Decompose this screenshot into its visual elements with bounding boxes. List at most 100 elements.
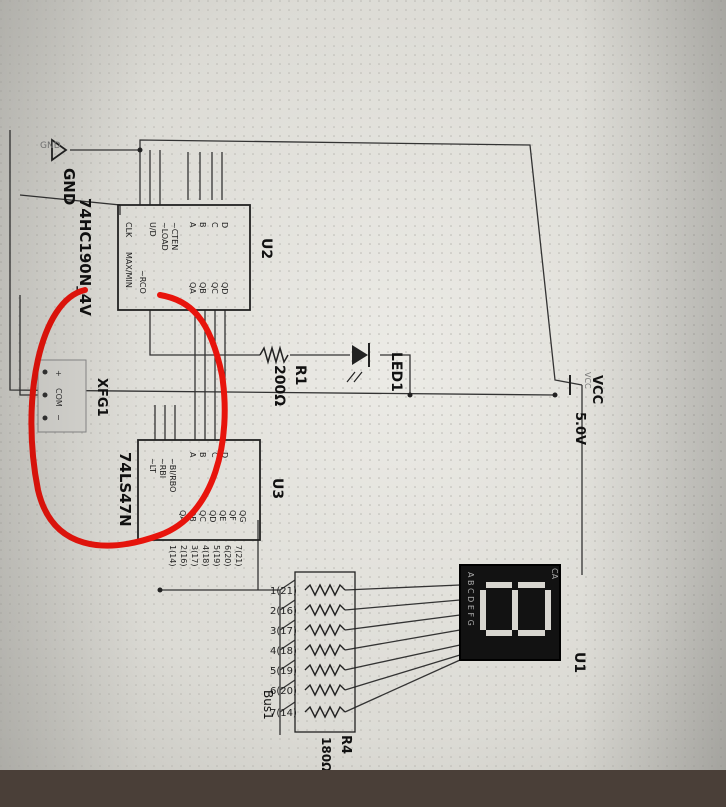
wires xyxy=(9,130,583,735)
led-ref: LED1 xyxy=(388,352,404,392)
gnd-triangle-icon xyxy=(51,138,68,162)
u3-pin-label: B xyxy=(198,452,207,458)
r4-resistor-zigzag-icon xyxy=(304,705,346,719)
xfg1-plus: + xyxy=(54,370,63,377)
u3-pin-label: ~BI/RBO xyxy=(168,458,177,492)
u3-output-label: 2(16) xyxy=(179,545,188,567)
u2-pin-label: D xyxy=(220,222,229,228)
u1-ca-label: CA xyxy=(550,568,559,580)
segment-d xyxy=(480,590,486,630)
u1-pin-labels: A B C D E F G xyxy=(466,572,475,626)
u2-pin-label: B xyxy=(198,222,207,228)
u3-part-number: 74LS47N xyxy=(116,452,134,527)
r4-pin-label: 2(16) xyxy=(270,606,297,617)
r4-pin-label: 5(19) xyxy=(270,666,297,677)
r4-pin-label: 7(14) xyxy=(270,708,297,719)
u3-output-label: 1(14) xyxy=(168,545,177,567)
led-diode-icon xyxy=(352,345,368,365)
vcc-pin-label: VCC xyxy=(583,372,592,389)
xfg1-generator: + COM − XFG1 xyxy=(37,359,109,433)
gnd-label: GND xyxy=(60,168,78,205)
grid-dots xyxy=(0,0,726,770)
u2-pin-label: QA xyxy=(188,282,197,294)
u2-ref: U2 xyxy=(258,238,274,259)
u2-pin-label: QD xyxy=(220,282,229,294)
r4-pin-label: 1(21) xyxy=(270,586,297,597)
junction xyxy=(552,392,558,398)
r1-value: 200Ω xyxy=(271,365,287,406)
segment-e xyxy=(486,582,512,588)
u2-pin-label: ~LOAD xyxy=(160,222,169,251)
r4-pin-label: 4(18) xyxy=(270,646,297,657)
junction xyxy=(157,587,163,593)
u3-pin-label: D xyxy=(220,452,229,458)
xfg1-terminal xyxy=(42,369,48,375)
u3-output-label: 4(18) xyxy=(201,545,210,567)
u1-seven-segment-display: A B C D E F G CA U1 xyxy=(459,564,587,673)
u2-pin-label: ~RCO xyxy=(138,270,147,294)
xfg1-terminal xyxy=(42,392,48,398)
u2-pin-label: ~CTEN xyxy=(170,222,179,250)
u3-control-wires xyxy=(154,405,176,440)
vcc-source: VCC 5.0V VCC xyxy=(569,372,604,445)
u2-pin-label: C xyxy=(210,222,219,228)
junction xyxy=(407,392,413,398)
led1: LED1 xyxy=(346,343,404,392)
u2-pin-label: MAX/MIN xyxy=(124,252,133,288)
u3-pin-label: A xyxy=(188,452,197,458)
r1-resistor: R1 200Ω xyxy=(259,345,308,406)
segment-c xyxy=(486,630,512,636)
r4-resistor-pack: R4 180Ω xyxy=(294,571,356,772)
r4-resistor-zigzag-icon xyxy=(304,623,346,637)
u3-pin-label: QD xyxy=(208,510,217,522)
u3-pin-label: QE xyxy=(218,510,227,521)
u3-output-label: 3(17) xyxy=(190,545,199,567)
u3-output-label: 6(20) xyxy=(223,545,232,567)
r4-pin-label: 3(17) xyxy=(270,626,297,637)
r1-left-wire xyxy=(149,310,260,356)
u1-body xyxy=(459,564,561,661)
vcc-top-wire xyxy=(70,139,583,386)
xfg1-terminal xyxy=(42,415,48,421)
red-annotation-circle xyxy=(28,287,228,549)
u3-pin-label: QC xyxy=(198,510,207,522)
xfg1-ref: XFG1 xyxy=(94,378,109,417)
r4-resistor-zigzag-icon xyxy=(304,663,346,677)
segment-g xyxy=(512,590,518,630)
r1-zigzag-icon xyxy=(259,345,289,365)
u3-output-labels: 1(14)2(16)3(17)4(18)5(19)6(20)7(21) xyxy=(168,545,243,567)
vcc-voltage: 5.0V xyxy=(572,412,587,445)
gnd-pin-label: GND xyxy=(40,141,61,151)
segment-a xyxy=(545,590,551,630)
segment-f xyxy=(518,582,545,588)
main-bus-wire xyxy=(9,130,556,396)
desk-edge xyxy=(0,770,726,807)
u3-pin-label: C xyxy=(210,452,219,458)
junction xyxy=(137,147,143,153)
r4-resistor-zigzag-icon xyxy=(304,583,346,597)
r4-pin-label: 6(20) xyxy=(270,686,297,697)
xfg1-com: COM xyxy=(54,388,63,407)
bus-label: Bus1 xyxy=(261,690,275,720)
u2-part-number: 74HC190N_4V xyxy=(76,198,94,316)
gnd-symbol: GND xyxy=(40,138,68,162)
u1-ref: U1 xyxy=(571,652,587,673)
r4-resistor-zigzag-icon xyxy=(304,683,346,697)
u3-output-label: 5(19) xyxy=(212,545,221,567)
u2-u3-wires xyxy=(194,310,226,440)
r4-body xyxy=(294,571,356,733)
r4-to-display-wires xyxy=(344,584,461,713)
r4-resistor-zigzag-icon xyxy=(304,603,346,617)
junctions xyxy=(137,147,558,593)
u3-body xyxy=(137,439,261,541)
u2-pin-label: U/D xyxy=(148,222,157,237)
vcc-label: VCC xyxy=(589,375,604,404)
u2-pin-label: QC xyxy=(210,282,219,294)
r4-value: 180Ω xyxy=(319,737,333,772)
r4-ref: R4 xyxy=(338,735,353,754)
u3-pin-label: ~LT xyxy=(148,458,157,473)
u3-output-label: 7(21) xyxy=(234,545,243,567)
